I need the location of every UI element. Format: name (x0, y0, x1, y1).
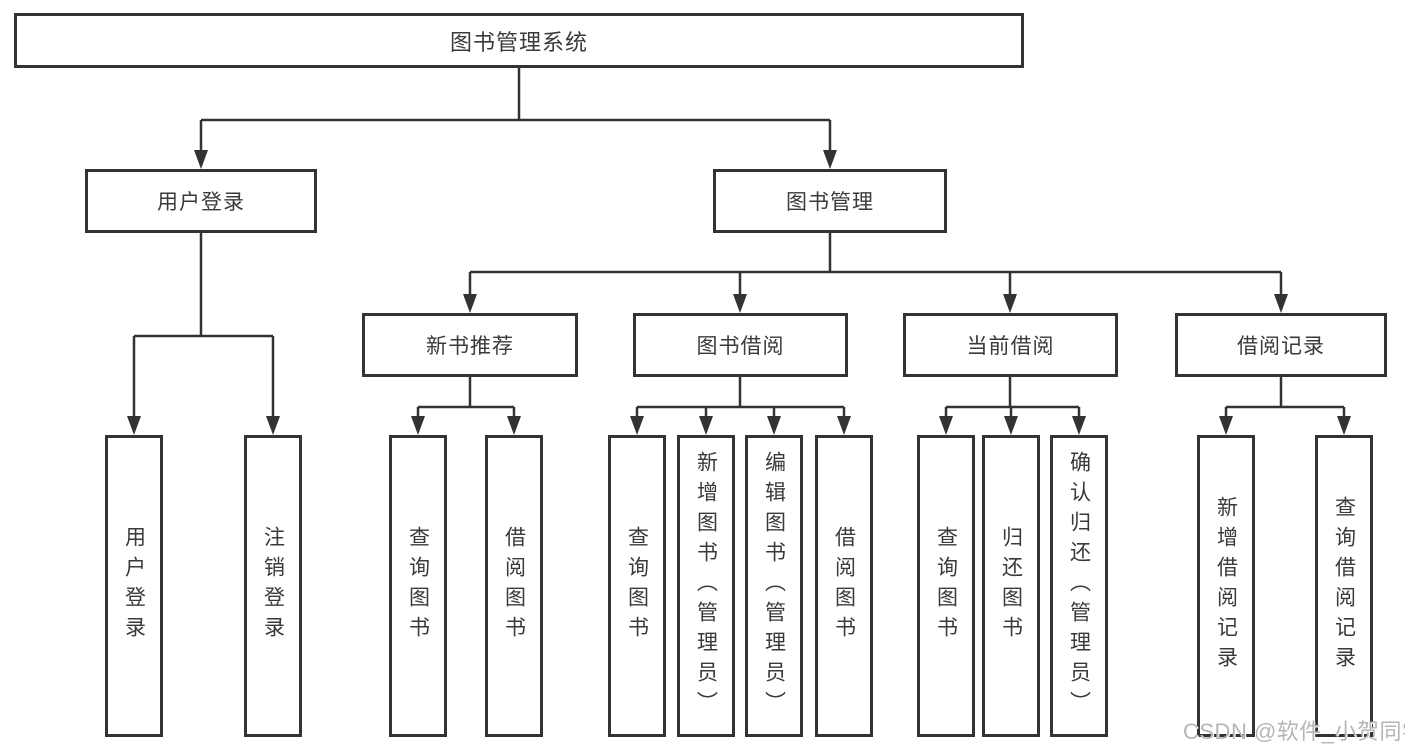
node-book-borrow-label: 图书借阅 (696, 335, 785, 358)
leaf-query-borrow-record-label: 查询借阅记录 (1332, 496, 1356, 676)
leaf-confirm-return-admin: 确认归还（管理员） (1050, 435, 1108, 737)
leaf-borrow-books-recommend-label: 借阅图书 (502, 526, 526, 646)
leaf-query-books-current-label: 查询图书 (934, 526, 958, 646)
node-user-login-label: 用户登录 (157, 191, 245, 214)
leaf-add-borrow-record: 新增借阅记录 (1197, 435, 1255, 737)
leaf-query-borrow-record: 查询借阅记录 (1315, 435, 1373, 737)
leaf-return-books-label: 归还图书 (999, 526, 1023, 646)
arrowheads (127, 150, 1351, 435)
leaf-borrow-books-recommend: 借阅图书 (485, 435, 543, 737)
node-root: 图书管理系统 (14, 13, 1024, 68)
node-current-borrow: 当前借阅 (903, 313, 1118, 377)
node-root-label: 图书管理系统 (449, 29, 588, 55)
leaf-confirm-return-admin-label: 确认归还（管理员） (1067, 451, 1091, 721)
leaf-query-books-current: 查询图书 (917, 435, 975, 737)
leaf-logout-label: 注销登录 (261, 526, 285, 646)
leaf-return-books: 归还图书 (982, 435, 1040, 737)
leaf-user-login-label: 用户登录 (122, 526, 146, 646)
leaf-query-books-recommend-label: 查询图书 (406, 526, 430, 646)
leaf-add-books-admin: 新增图书（管理员） (677, 435, 735, 737)
leaf-borrow-books: 借阅图书 (815, 435, 873, 737)
leaf-query-books-borrow: 查询图书 (608, 435, 666, 737)
leaf-borrow-books-label: 借阅图书 (832, 526, 856, 646)
node-borrow-records-label: 借阅记录 (1237, 335, 1325, 358)
node-book-management: 图书管理 (713, 169, 947, 233)
leaf-query-books-recommend: 查询图书 (389, 435, 447, 737)
node-current-borrow-label: 当前借阅 (966, 335, 1055, 358)
leaf-query-books-borrow-label: 查询图书 (625, 526, 649, 646)
leaf-edit-books-admin-label: 编辑图书（管理员） (762, 451, 786, 721)
leaf-user-login: 用户登录 (105, 435, 163, 737)
node-borrow-records: 借阅记录 (1175, 313, 1387, 377)
leaf-edit-books-admin: 编辑图书（管理员） (745, 435, 803, 737)
leaf-add-borrow-record-label: 新增借阅记录 (1214, 496, 1238, 676)
leaf-logout: 注销登录 (244, 435, 302, 737)
node-user-login: 用户登录 (85, 169, 317, 233)
node-book-borrow: 图书借阅 (633, 313, 848, 377)
leaf-add-books-admin-label: 新增图书（管理员） (694, 451, 718, 721)
node-new-book-recommend: 新书推荐 (362, 313, 578, 377)
watermark: CSDN @软件_小贺同学 (1183, 719, 1405, 744)
node-book-management-label: 图书管理 (786, 191, 874, 214)
node-new-book-recommend-label: 新书推荐 (426, 335, 514, 358)
